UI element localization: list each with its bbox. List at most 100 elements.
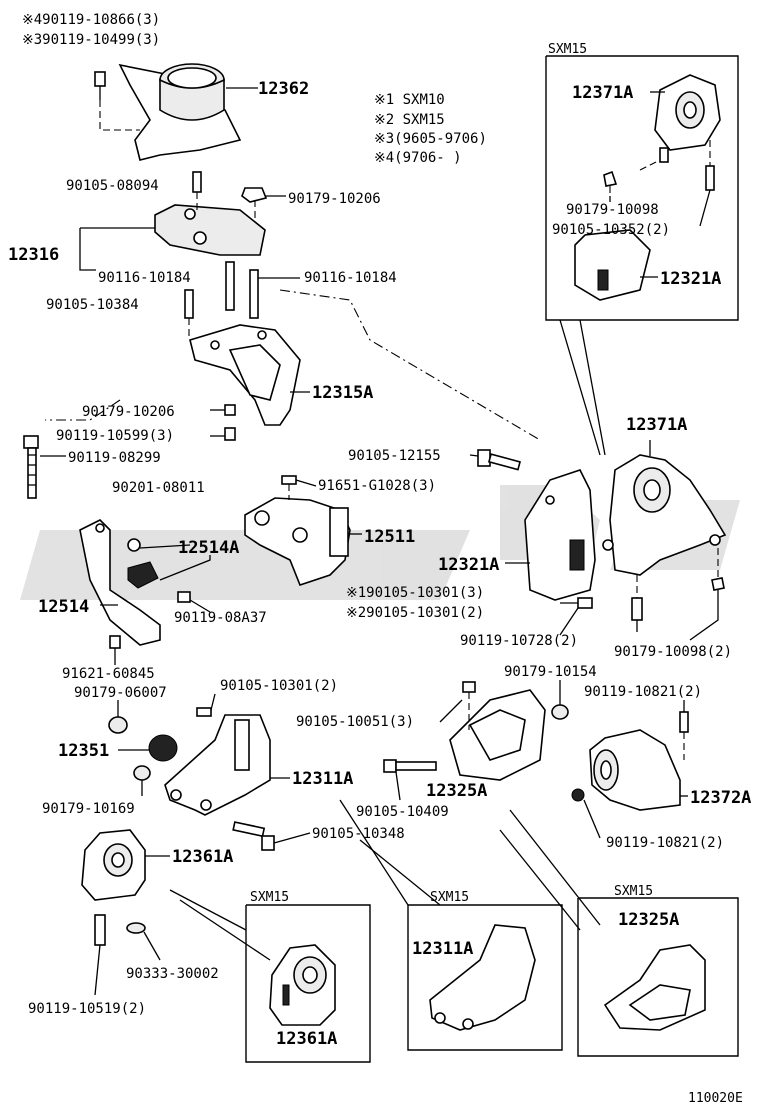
label-90179-06007: 90179-06007 xyxy=(74,685,167,701)
label-90105-10384: 90105-10384 xyxy=(46,297,139,313)
label-12514: 12514 xyxy=(38,597,89,617)
label-12351: 12351 xyxy=(58,741,109,761)
label-90179-10154: 90179-10154 xyxy=(504,664,597,680)
bolt-90119-08299 xyxy=(23,435,39,499)
label-90119-10821b: 90119-10821(2) xyxy=(606,835,724,851)
label-12315A: 12315A xyxy=(312,383,373,403)
part-12361A-mount xyxy=(81,829,146,901)
part-12315A-bracket xyxy=(189,324,301,426)
label-90119-08299: 90119-08299 xyxy=(68,450,161,466)
label-12311A-inset: 12311A xyxy=(412,939,473,959)
inset-part-12321A xyxy=(574,229,651,301)
legend-line-4: ※4(9706- ) xyxy=(374,150,462,166)
nut-90179-06007-icon xyxy=(108,716,128,734)
part-12371A-mount xyxy=(602,454,727,576)
legend-line-2: ※2 SXM15 xyxy=(374,112,445,128)
inset-pointer-b1a xyxy=(179,899,271,961)
inset-pointer-top-right-b xyxy=(579,319,606,456)
figure-code: 110020E xyxy=(688,1091,743,1106)
inset-part-12311A xyxy=(429,924,536,1031)
label-12362: 12362 xyxy=(258,79,309,99)
inset-part-12361A xyxy=(269,944,336,1026)
label-12361A-inset: 12361A xyxy=(276,1029,337,1049)
part-12362-mount xyxy=(118,63,258,161)
nut-90179-icon xyxy=(241,187,268,203)
part-12372A-mount xyxy=(589,729,681,811)
legend-line-3: ※3(9605-9706) xyxy=(374,131,487,147)
stud-90116-a xyxy=(225,261,235,311)
stud-90116-b xyxy=(249,269,259,319)
label-90105-10301c: 90105-10301(2) xyxy=(220,678,338,694)
label-90119-10821a: 90119-10821(2) xyxy=(584,684,702,700)
plug-90333-icon xyxy=(126,922,146,934)
label-90119-08A37: 90119-08A37 xyxy=(174,610,267,626)
part-12511-bracket xyxy=(244,497,351,586)
inset-label-top-right: SXM15 xyxy=(548,42,587,57)
note-top-line2: ※390119-10499(3) xyxy=(22,32,160,48)
label-90179-10098-inset: 90179-10098 xyxy=(566,202,659,218)
inset-label-bottom-3: SXM15 xyxy=(614,884,653,899)
label-90116-10184b: 90116-10184 xyxy=(304,270,397,286)
part-12321A-bracket xyxy=(524,469,596,601)
label-90179-10169: 90179-10169 xyxy=(42,801,135,817)
inset-label-bottom-1: SXM15 xyxy=(250,890,289,905)
label-90105-10348: 90105-10348 xyxy=(312,826,405,842)
note-top-line1: ※490119-10866(3) xyxy=(22,12,160,28)
label-12321A: 12321A xyxy=(438,555,499,575)
part-12514-bracket xyxy=(79,519,161,646)
part-12514A-cushion xyxy=(127,561,159,589)
label-90119-10728: 90119-10728(2) xyxy=(460,633,578,649)
inset-part-12371A xyxy=(654,74,721,151)
label-90179-10206b: 90179-10206 xyxy=(82,404,175,420)
part-12351-cushion xyxy=(148,734,178,762)
bolt-90105-10348 xyxy=(232,821,275,851)
part-12325A-bracket xyxy=(449,689,546,781)
label-90105-10352: 90105-10352(2) xyxy=(552,222,670,238)
bolt-90105-12155 xyxy=(477,449,521,471)
inset-pointer-b1b xyxy=(169,889,247,931)
label-12371A-main: 12371A xyxy=(626,415,687,435)
label-12316: 12316 xyxy=(8,245,59,265)
inset-pointer-b2a xyxy=(339,799,409,906)
bolt-top-icon xyxy=(94,71,106,87)
part-12316-bracket xyxy=(154,204,266,256)
label-90105-10051: 90105-10051(3) xyxy=(296,714,414,730)
label-90119-10599: 90119-10599(3) xyxy=(56,428,174,444)
label-90201-08011: 90201-08011 xyxy=(112,480,205,496)
label-12321A-inset: 12321A xyxy=(660,269,721,289)
label-12325A-inset: 12325A xyxy=(618,910,679,930)
label-91651-G1028: 91651-G1028(3) xyxy=(318,478,436,494)
label-90105-10301-2: ※290105-10301(2) xyxy=(346,605,484,621)
label-91621-60845: 91621-60845 xyxy=(62,666,155,682)
bolt-90119-10519 xyxy=(94,914,106,946)
label-12371A-inset: 12371A xyxy=(572,83,633,103)
inset-pointer-b3b xyxy=(499,829,581,931)
label-12511: 12511 xyxy=(364,527,415,547)
inset-pointer-b2b xyxy=(359,839,441,906)
label-90116-10184a: 90116-10184 xyxy=(98,270,191,286)
inset-pointer-b3a xyxy=(509,809,601,926)
label-90105-08094: 90105-08094 xyxy=(66,178,159,194)
label-90179-10206a: 90179-10206 xyxy=(288,191,381,207)
bolt-90105-10409 xyxy=(383,759,437,773)
label-12514A: 12514A xyxy=(178,538,239,558)
inset-label-bottom-2: SXM15 xyxy=(430,890,469,905)
inset-frame-bottom-3 xyxy=(577,897,739,1057)
legend-line-1: ※1 SXM10 xyxy=(374,92,445,108)
label-90105-10301-1: ※190105-10301(3) xyxy=(346,585,484,601)
label-90105-10409: 90105-10409 xyxy=(356,804,449,820)
part-12311A-bracket xyxy=(164,714,271,816)
inset-frame-bottom-2 xyxy=(407,904,563,1051)
label-12325A: 12325A xyxy=(426,781,487,801)
inset-frame-bottom-1 xyxy=(245,904,371,1063)
label-12361A: 12361A xyxy=(172,847,233,867)
label-90105-12155: 90105-12155 xyxy=(348,448,441,464)
label-12372A: 12372A xyxy=(690,788,751,808)
label-90333-30002: 90333-30002 xyxy=(126,966,219,982)
label-90179-10098-main: 90179-10098(2) xyxy=(614,644,732,660)
label-12311A: 12311A xyxy=(292,769,353,789)
label-90119-10519: 90119-10519(2) xyxy=(28,1001,146,1017)
inset-pointer-top-right-a xyxy=(559,319,601,456)
